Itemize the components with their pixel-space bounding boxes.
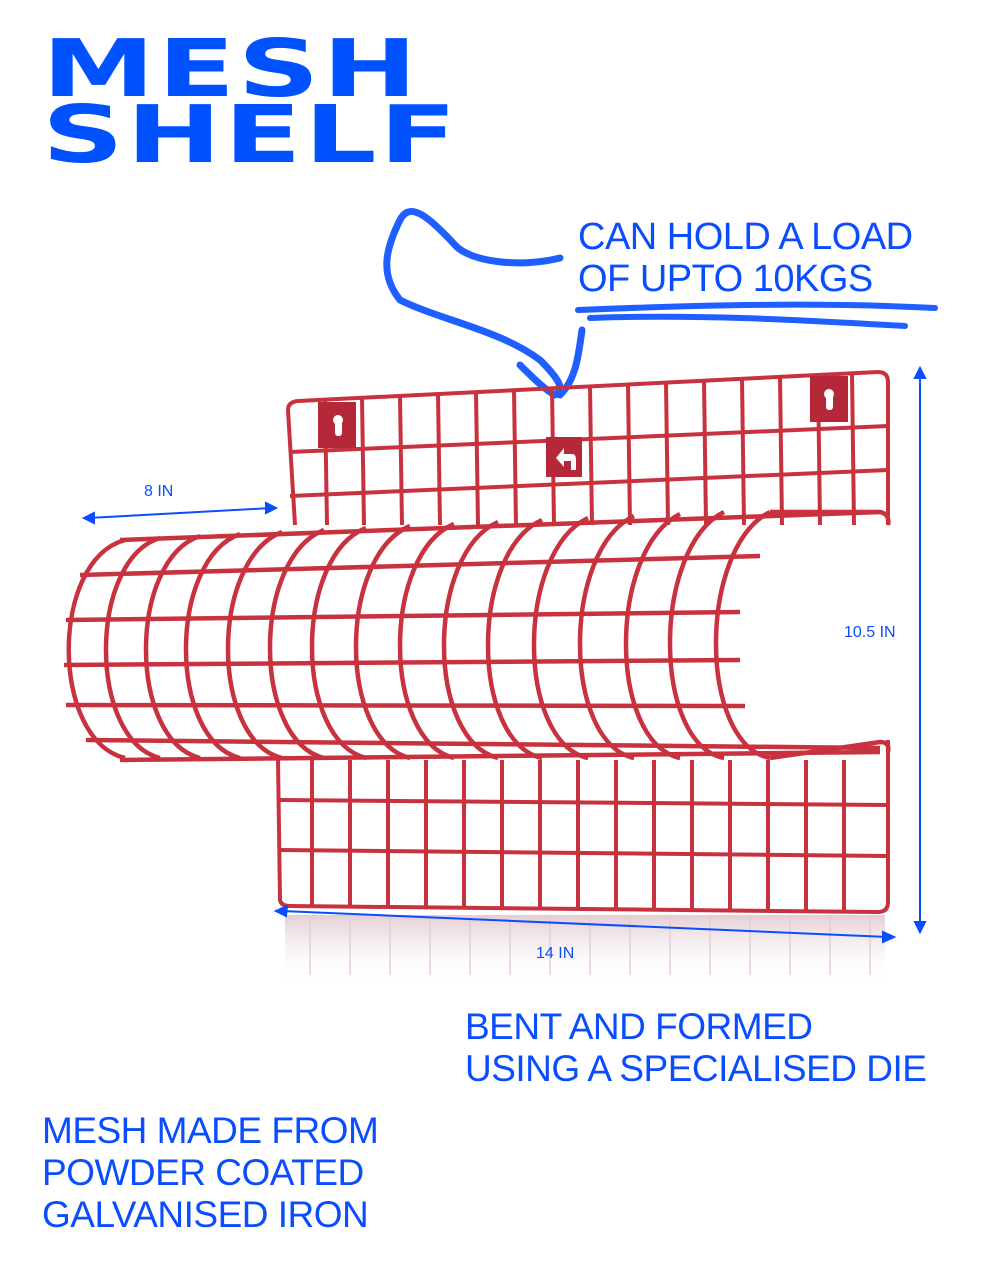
depth-label: 8 IN xyxy=(144,483,174,500)
material-line-1: MESH MADE FROM xyxy=(42,1110,379,1151)
material-line-2: POWDER COATED xyxy=(42,1152,364,1193)
load-capacity-callout: CAN HOLD A LOAD OF UPTO 10KGS xyxy=(578,216,913,300)
turn-arrow-icon xyxy=(546,437,582,477)
title-line-2: SHELF xyxy=(42,89,460,182)
mesh-back-panel-top xyxy=(286,370,890,526)
title-line-1: MESH xyxy=(42,23,420,116)
product-title: MESH SHELF xyxy=(42,30,457,175)
forming-line-1: BENT AND FORMED xyxy=(465,1006,813,1047)
keyhole-slot-icon-left xyxy=(318,402,356,448)
mesh-back-panel-bottom xyxy=(276,740,890,914)
material-line-3: GALVANISED IRON xyxy=(42,1194,369,1235)
feature-forming: BENT AND FORMED USING A SPECIALISED DIE xyxy=(465,1006,927,1090)
scribble-underline-icon xyxy=(575,301,938,329)
callout-line-2: OF UPTO 10KGS xyxy=(578,258,873,300)
feature-material: MESH MADE FROM POWDER COATED GALVANISED … xyxy=(42,1110,379,1236)
keyhole-slot-icon-right xyxy=(810,376,848,422)
mesh-curved-basket xyxy=(63,509,891,763)
width-label: 14 IN xyxy=(536,945,575,962)
dimension-arrow-height xyxy=(913,365,927,935)
dimension-arrow-depth xyxy=(81,501,279,525)
scribble-callout-icon xyxy=(383,208,586,399)
callout-line-1: CAN HOLD A LOAD xyxy=(578,216,913,258)
forming-line-2: USING A SPECIALISED DIE xyxy=(465,1048,927,1089)
dimension-arrow-width xyxy=(273,904,897,944)
height-label: 10.5 IN xyxy=(844,624,896,641)
